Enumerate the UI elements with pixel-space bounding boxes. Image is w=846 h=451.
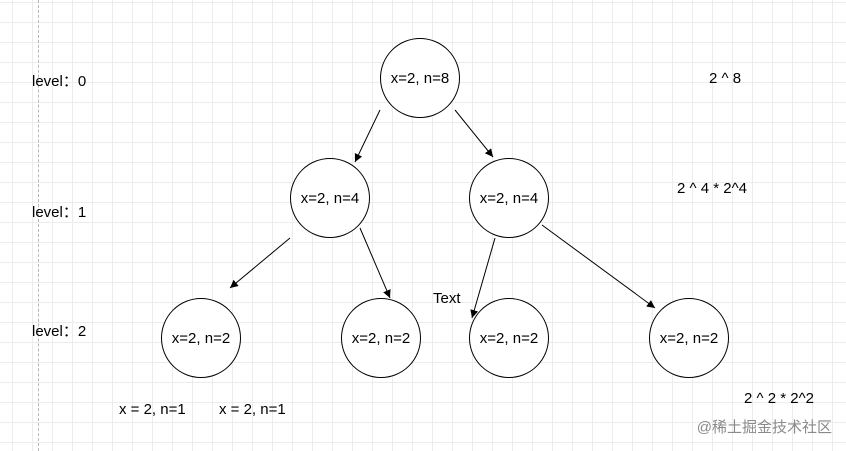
edge-l1-right-to-l2-c — [470, 237, 496, 319]
edge-l1-right-to-l2-d — [541, 224, 656, 309]
node-level1-left: x=2, n=4 — [290, 158, 370, 238]
edge-root-to-l1-left — [354, 109, 381, 163]
edge-l1-left-to-l2-a — [229, 237, 291, 289]
node-root: x=2, n=8 — [380, 38, 460, 118]
edge-text-label: Text — [433, 290, 461, 307]
node-level2-c: x=2, n=2 — [469, 298, 549, 378]
node-level1-right: x=2, n=4 — [469, 158, 549, 238]
level-label-0: level：0 — [32, 73, 87, 90]
leaf-note-2: x = 2, n=1 — [219, 401, 286, 418]
watermark: @稀土掘金技术社区 — [696, 419, 832, 436]
formula-level-1: 2 ^ 4 * 2^4 — [677, 180, 747, 197]
dashed-guide-line — [38, 0, 39, 451]
node-level2-a: x=2, n=2 — [161, 298, 241, 378]
node-level2-d: x=2, n=2 — [649, 298, 729, 378]
leaf-note-1: x = 2, n=1 — [119, 401, 186, 418]
edge-root-to-l1-right — [454, 109, 494, 158]
edge-l1-left-to-l2-b — [359, 227, 391, 299]
formula-level-0: 2 ^ 8 — [709, 70, 742, 87]
level-label-2: level：2 — [32, 323, 87, 340]
formula-level-2: 2 ^ 2 * 2^2 — [744, 390, 814, 407]
node-level2-b: x=2, n=2 — [341, 298, 421, 378]
level-label-1: level：1 — [32, 204, 87, 221]
